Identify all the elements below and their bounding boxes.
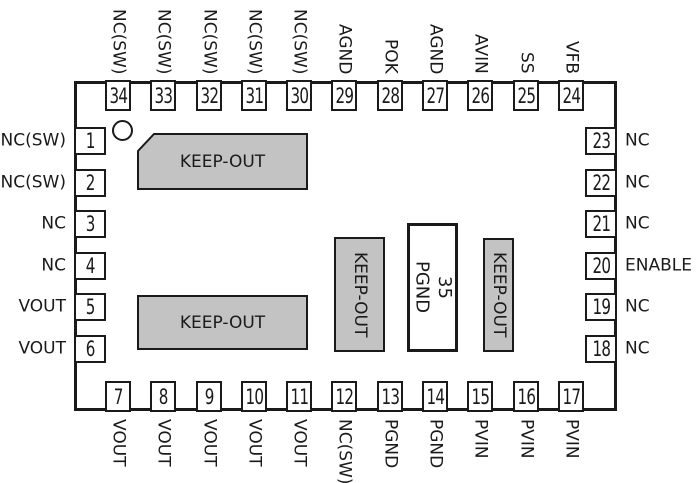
pin-29: 29 <box>331 80 357 111</box>
pin-7: 7 <box>105 381 131 412</box>
pin-13-label: PGND <box>380 419 401 469</box>
pin-28-label: POK <box>380 39 401 74</box>
pin-30: 30 <box>286 80 312 111</box>
pin1-indicator-circle <box>112 120 133 141</box>
pin-24-label: VFB <box>561 40 582 74</box>
pin-5: 5 <box>74 293 106 321</box>
pin-27-label: AGND <box>425 23 446 74</box>
pin-22: 22 <box>585 169 617 197</box>
pin-2-label: NC(SW) <box>0 172 66 193</box>
thermal-pad-35: 35 PGND <box>407 223 458 352</box>
pin-1-label: NC(SW) <box>0 130 66 151</box>
pin-23-label: NC <box>625 130 650 151</box>
pin-4-label: NC <box>41 255 66 276</box>
pin-24: 24 <box>558 80 584 111</box>
pin-27: 27 <box>422 80 448 111</box>
pin-31-label: NC(SW) <box>244 8 265 74</box>
pin-28: 28 <box>377 80 403 111</box>
pin-15-label: PVIN <box>470 419 491 459</box>
pin-5-label: VOUT <box>18 296 66 317</box>
keepout-label: KEEP-OUT <box>350 251 370 338</box>
pin-10: 10 <box>241 381 267 412</box>
pin-32-label: NC(SW) <box>199 8 220 74</box>
pin-4: 4 <box>74 252 106 280</box>
keepout-region-vertical-right: KEEP-OUT <box>483 238 514 352</box>
pin-6: 6 <box>74 335 106 363</box>
keepout-label: KEEP-OUT <box>179 312 266 333</box>
pin-9-label: VOUT <box>199 419 220 467</box>
thermal-pad-number: 35 <box>434 276 455 299</box>
pin-16: 16 <box>513 381 539 412</box>
pin-6-label: VOUT <box>18 338 66 359</box>
pin-23: 23 <box>585 127 617 155</box>
pin-8-label: VOUT <box>153 419 174 467</box>
pin-12: 12 <box>331 381 357 412</box>
pin-19-label: NC <box>625 296 650 317</box>
pin-32: 32 <box>196 80 222 111</box>
pin-25: 25 <box>513 80 539 111</box>
pin-9: 9 <box>196 381 222 412</box>
pin-15: 15 <box>467 381 493 412</box>
pin-18: 18 <box>585 335 617 363</box>
pin-11: 11 <box>286 381 312 412</box>
pin-3: 3 <box>74 210 106 238</box>
keepout-label: KEEP-OUT <box>179 151 266 172</box>
pin-11-label: VOUT <box>289 419 310 467</box>
pin-16-label: PVIN <box>516 419 537 459</box>
thermal-pad-label: PGND <box>411 261 433 314</box>
pin-33: 33 <box>150 80 176 111</box>
pin-14: 14 <box>422 381 448 412</box>
pin-26: 26 <box>467 80 493 111</box>
pin-13: 13 <box>377 381 403 412</box>
keepout-chamfer-shape <box>137 133 308 190</box>
pin-17: 17 <box>558 381 584 412</box>
pin-30-label: NC(SW) <box>289 8 310 74</box>
keepout-region-vertical-left: KEEP-OUT <box>334 237 385 352</box>
pin-22-label: NC <box>625 172 650 193</box>
pin-14-label: PGND <box>425 419 446 469</box>
pin-7-label: VOUT <box>108 419 129 467</box>
pin-12-label: NC(SW) <box>334 419 355 483</box>
pin-33-label: NC(SW) <box>153 8 174 74</box>
pin-21: 21 <box>585 210 617 238</box>
keepout-region-bottom-left: KEEP-OUT <box>137 295 308 350</box>
pin-3-label: NC <box>41 213 66 234</box>
pin-10-label: VOUT <box>244 419 265 467</box>
pin-26-label: AVIN <box>470 34 491 74</box>
pin-25-label: SS <box>516 52 537 74</box>
pin-31: 31 <box>241 80 267 111</box>
pin-8: 8 <box>150 381 176 412</box>
pin-20: 20 <box>585 252 617 280</box>
pin-29-label: AGND <box>334 23 355 74</box>
pin-19: 19 <box>585 293 617 321</box>
pin-34-label: NC(SW) <box>108 8 129 74</box>
keepout-label: KEEP-OUT <box>489 252 509 338</box>
pin-21-label: NC <box>625 213 650 234</box>
pin-1: 1 <box>74 127 106 155</box>
pin-34: 34 <box>105 80 131 111</box>
pin-17-label: PVIN <box>561 419 582 459</box>
pin-20-label: ENABLE <box>625 255 692 276</box>
pin-2: 2 <box>74 169 106 197</box>
keepout-region-top: KEEP-OUT <box>137 133 308 190</box>
pin-18-label: NC <box>625 338 650 359</box>
